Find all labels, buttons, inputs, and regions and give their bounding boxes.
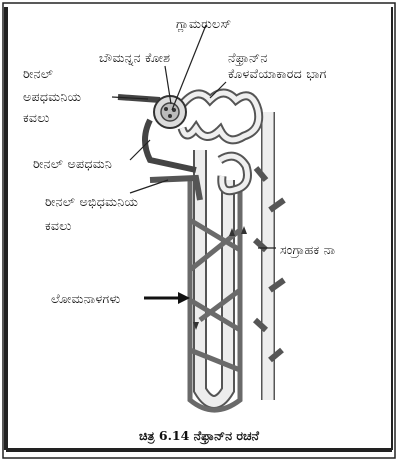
label-renal-vein-2: ಕವಲು	[45, 218, 72, 233]
label-capillaries: ಲೋಮನಾಳಗಳು	[51, 291, 121, 306]
figure-caption: ಚಿತ್ರ 6.14 ನೆಫ್ರಾನ್‌ನ ರಚನೆ	[0, 428, 398, 444]
label-nephron-tubule-2: ಕೊಳವೆಯಾಕಾರದ ಭಾಗ	[228, 66, 327, 81]
label-renal-vein-1: ರೀನಲ್ ಅಭಿಧಮನಿಯ	[45, 194, 138, 209]
label-renal-artery: ರೀನಲ್ ಅಪಧಮನಿ	[33, 156, 112, 171]
label-nephron-tubule-1: ನೆಫ್ರಾನ್‌ನ	[228, 50, 268, 65]
label-collecting-duct: ಸಂಗ್ರಾಹಕ ನಾ	[280, 242, 335, 257]
label-glomerulus: ಗ್ಲಾಮರುಲಸ್	[176, 16, 231, 31]
label-renal-afferent-1: ರೀನಲ್	[23, 66, 53, 81]
label-bowmans-capsule: ಬೌಮನ್ನನ ಕೋಶ	[99, 50, 170, 65]
label-renal-afferent-2: ಅಪಧಮನಿಯ	[23, 89, 81, 104]
capillaries-arrow	[144, 292, 190, 304]
label-renal-afferent-3: ಕವಲು	[23, 110, 50, 125]
